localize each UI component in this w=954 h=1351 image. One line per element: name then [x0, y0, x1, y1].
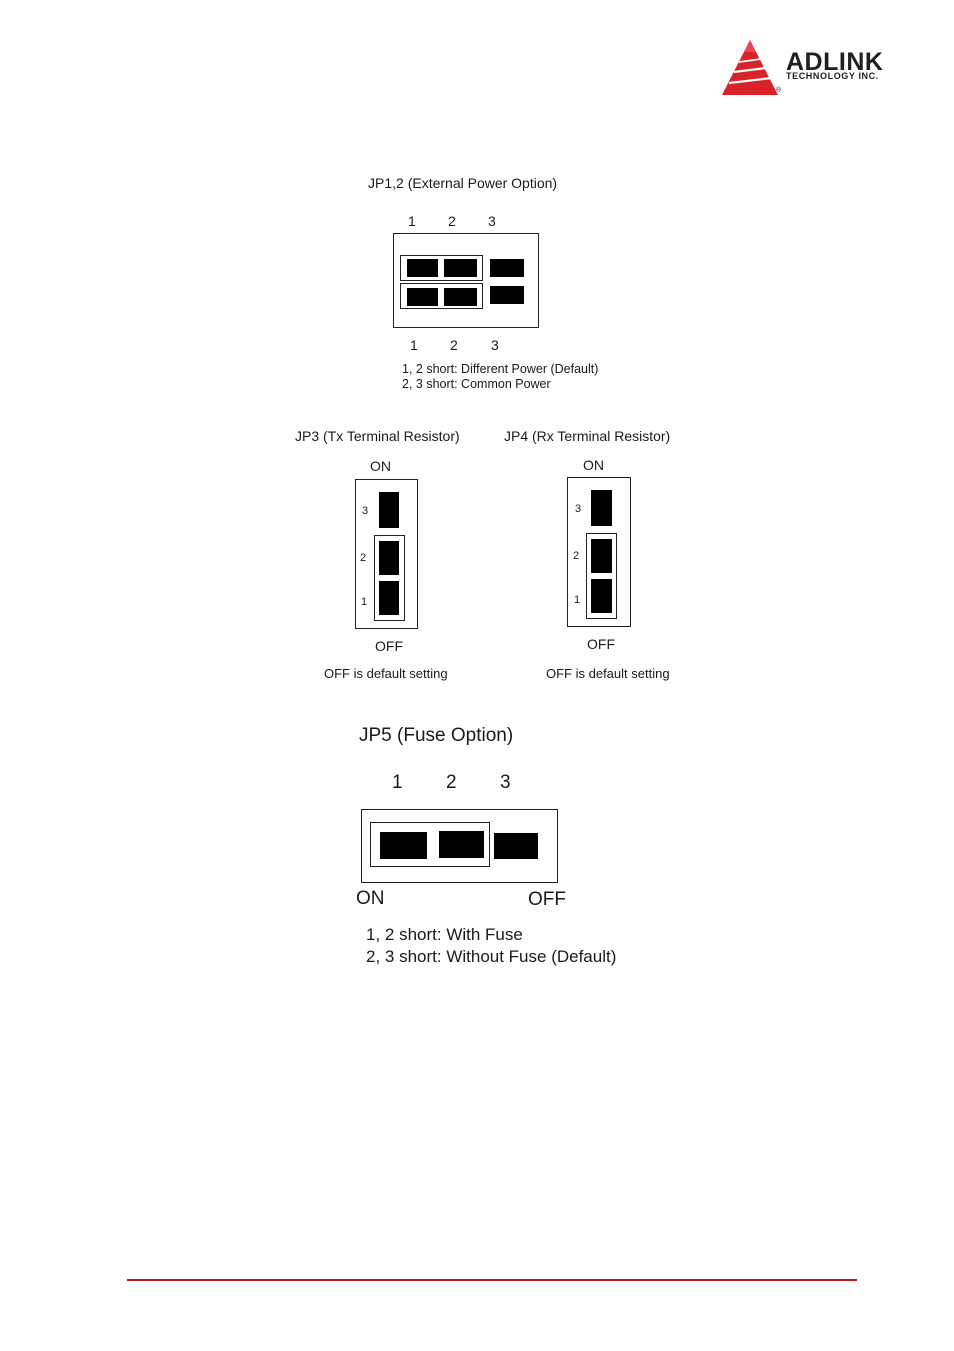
logo-registered-mark: ®: [776, 87, 782, 94]
jp5-jumper-cap: [370, 822, 490, 867]
jp12-top-pin-3: 3: [488, 213, 496, 229]
jp3-jumper-cap: [374, 535, 405, 621]
jp12-top-pin-1: 1: [408, 213, 416, 229]
jp4-off-label: OFF: [587, 636, 615, 652]
jp12-pin-b3: [490, 286, 524, 304]
jp4-pin-3: [591, 490, 612, 526]
jp4-title: JP4 (Rx Terminal Resistor): [504, 428, 671, 444]
jp4-pin-1: [591, 579, 612, 613]
jp12-note-1: 1, 2 short: Different Power (Default): [402, 362, 599, 376]
logo-brand-text: ADLINK: [786, 48, 884, 76]
jp5-pin-2: [439, 831, 484, 858]
jp3-note: OFF is default setting: [324, 666, 448, 681]
jp3-pin-label-3: 3: [362, 505, 369, 517]
jp12-bottom-pin-2: 2: [450, 337, 458, 353]
jp4-pin-label-3: 3: [575, 503, 582, 515]
jp5-pin-label-3: 3: [500, 772, 511, 793]
jp5-title: JP5 (Fuse Option): [359, 725, 514, 746]
jp3-pin-label-1: 1: [361, 596, 368, 608]
jp12-bottom-pin-3: 3: [491, 337, 499, 353]
jp4-jumper-cap: [586, 533, 617, 619]
jp3-off-label: OFF: [375, 638, 403, 654]
footer-rule: [127, 1279, 857, 1281]
jp12-pin-b1: [407, 288, 438, 306]
jp12-jumper-cap-top: [400, 255, 483, 281]
jp5-off-label: OFF: [528, 889, 566, 910]
jp12-bottom-pin-1: 1: [410, 337, 418, 353]
jp3-pin-3: [379, 492, 399, 528]
jp12-title: JP1,2 (External Power Option): [368, 175, 558, 191]
jp12-note-2: 2, 3 short: Common Power: [402, 377, 551, 391]
jp4-pin-label-1: 1: [574, 594, 581, 606]
jp4-note: OFF is default setting: [546, 666, 670, 681]
jp3-pin-1: [379, 581, 399, 615]
adlink-logo: ® ADLINK TECHNOLOGY INC.: [720, 38, 915, 100]
jp3-on-label: ON: [370, 458, 391, 474]
jp4-pin-label-2: 2: [573, 550, 580, 562]
jp12-top-pin-2: 2: [448, 213, 456, 229]
jp5-note-2: 2, 3 short: Without Fuse (Default): [366, 947, 617, 966]
jp12-pin-a3: [490, 259, 524, 277]
jp5-pin-3: [494, 833, 538, 859]
jp5-pin-1: [380, 832, 427, 859]
jp12-pin-b2: [444, 288, 477, 306]
jp5-pin-label-2: 2: [446, 772, 457, 793]
jp12-jumper-cap-bottom: [400, 283, 483, 309]
jp5-note-1: 1, 2 short: With Fuse: [366, 925, 523, 944]
jp4-on-label: ON: [583, 457, 604, 473]
jp3-pin-2: [379, 541, 399, 575]
jp3-title: JP3 (Tx Terminal Resistor): [295, 428, 460, 444]
jp12-pin-a2: [444, 259, 477, 277]
adlink-triangle-icon: [722, 40, 778, 95]
jp5-on-label: ON: [356, 888, 385, 909]
jp12-pin-a1: [407, 259, 438, 277]
jp5-pin-label-1: 1: [392, 772, 403, 793]
jp3-pin-label-2: 2: [360, 552, 367, 564]
jp4-pin-2: [591, 539, 612, 573]
logo-tagline-text: TECHNOLOGY INC.: [786, 71, 879, 81]
